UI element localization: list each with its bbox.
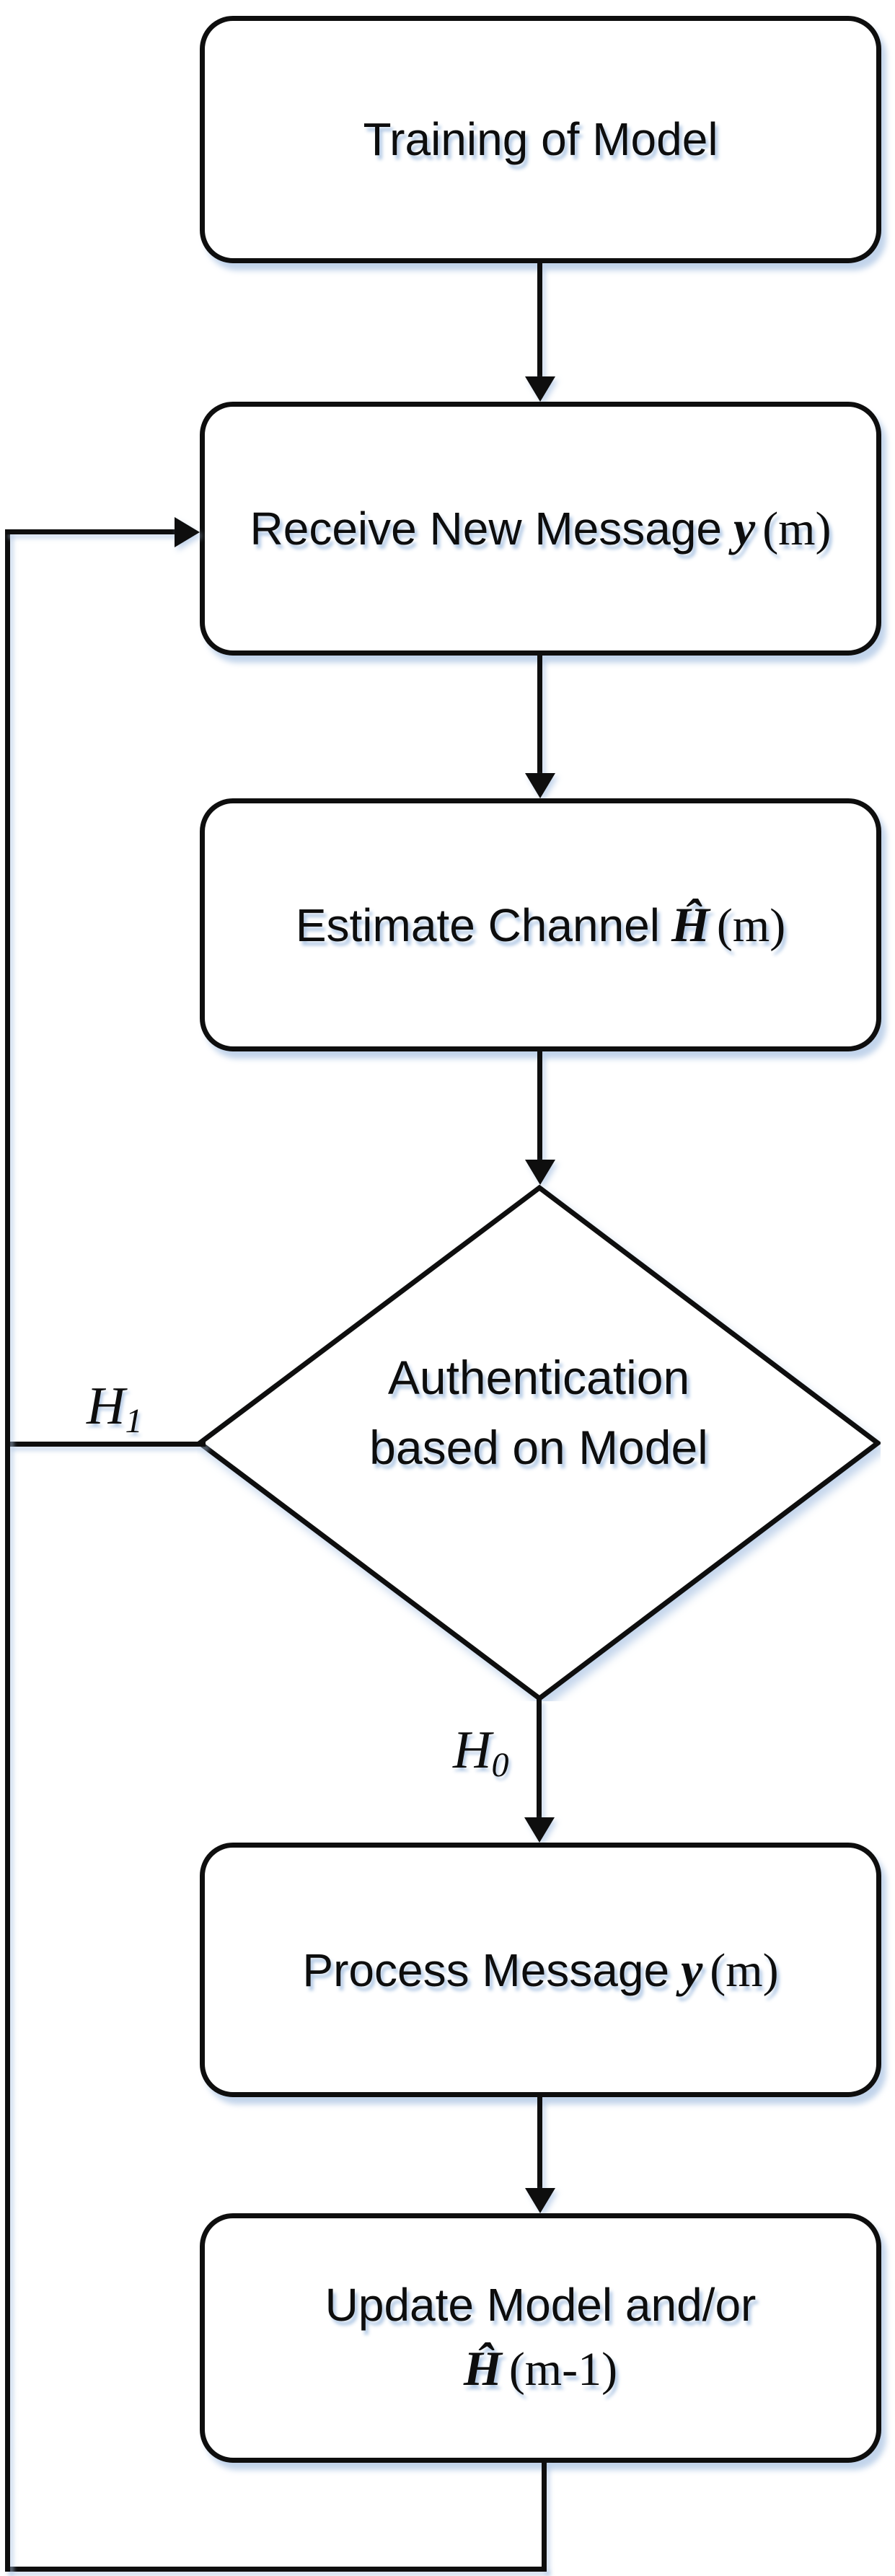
math-var-y: y [733, 500, 756, 556]
edge-h1-horizontal [7, 1442, 206, 1447]
math-var-y: y [681, 1941, 703, 1997]
edge-loop-into-receive [5, 529, 176, 534]
edge-label-h1: H1 [87, 1377, 143, 1440]
edge-estimate-to-auth [537, 1051, 542, 1162]
arrowhead-down-icon [525, 1160, 555, 1185]
edge-label-h0: H0 [453, 1721, 509, 1784]
edge-receive-to-estimate [537, 656, 542, 775]
node-label-line1: Update Model and/or [325, 2278, 757, 2331]
node-label: Training of Model [363, 113, 718, 166]
arrowhead-down-icon [525, 376, 555, 402]
math-var-h-hat: Ĥ [463, 2341, 502, 2396]
node-label-line2: Ĥ(m-1) [463, 2341, 618, 2396]
edge-loop-bottom [5, 2567, 547, 2572]
decision-label: Authentication based on Model [369, 1351, 708, 1475]
edge-loop-left-vertical [5, 529, 10, 2572]
edge-process-to-update [537, 2097, 542, 2189]
math-var-h-hat: Ĥ [671, 896, 710, 952]
arrowhead-down-icon [525, 2188, 555, 2213]
arrowhead-down-icon [525, 773, 555, 798]
node-training-of-model: Training of Model [200, 16, 881, 263]
edge-loop-down-from-update [542, 2461, 547, 2572]
arrowhead-right-icon [175, 517, 200, 547]
edge-training-to-receive [537, 263, 542, 379]
arrowhead-down-icon [524, 1817, 555, 1843]
edge-h0-vertical [537, 1698, 542, 1819]
node-update-model: Update Model and/or Ĥ(m-1) [200, 2213, 881, 2463]
